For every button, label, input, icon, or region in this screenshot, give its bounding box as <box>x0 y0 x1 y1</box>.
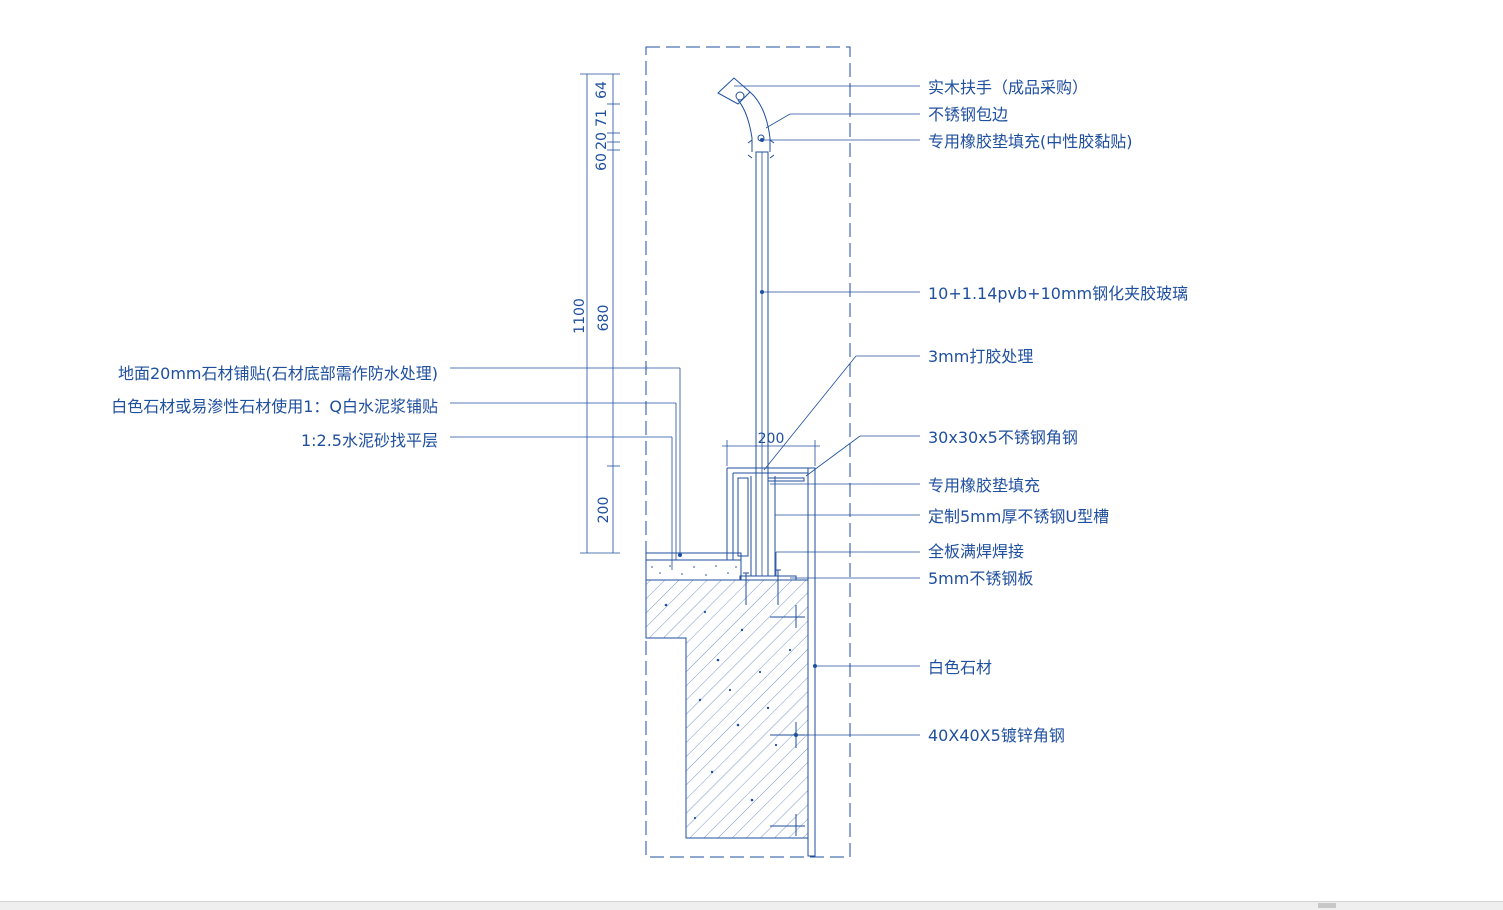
dim-base-height: 200 <box>596 497 612 524</box>
label-u-channel: 定制5mm厚不锈钢U型槽 <box>928 507 1109 526</box>
screed-layer <box>645 559 742 581</box>
label-rubber-top: 专用橡胶垫填充(中性胶黏贴) <box>928 132 1133 151</box>
aggregate-marks <box>664 603 792 820</box>
dimension-lines <box>580 73 820 554</box>
label-ss-edge: 不锈钢包边 <box>928 105 1008 124</box>
label-handrail: 实木扶手（成品采购） <box>928 78 1088 97</box>
rubber-pad-right <box>767 477 805 482</box>
label-screed: 1:2.5水泥砂找平层 <box>301 431 438 450</box>
dim-curb-width: 200 <box>758 431 785 447</box>
label-glue: 3mm打胶处理 <box>928 347 1033 366</box>
dim-top-64: 64 <box>594 81 610 99</box>
scrollbar-thumb[interactable] <box>1318 903 1336 908</box>
label-angle-30: 30x30x5不锈钢角钢 <box>928 428 1078 447</box>
label-white-mortar: 白色石材或易渗性石材使用1：Q白水泥浆铺贴 <box>111 397 438 416</box>
stone-curb <box>726 467 816 580</box>
label-floor-stone: 地面20mm石材铺贴(石材底部需作防水处理) <box>118 364 438 383</box>
dim-total-height: 1100 <box>572 298 588 334</box>
u-channel <box>750 476 776 577</box>
dim-top-71: 71 <box>594 109 610 127</box>
label-ss-plate: 5mm不锈钢板 <box>928 569 1033 588</box>
label-glass: 10+1.14pvb+10mm钢化夹胶玻璃 <box>928 284 1188 303</box>
label-weld: 全板满焊焊接 <box>928 542 1024 561</box>
dim-glass-height: 680 <box>596 305 612 332</box>
concrete-slab <box>645 579 809 839</box>
label-rubber-fill: 专用橡胶垫填充 <box>928 476 1040 495</box>
anchor-bolts <box>743 569 805 836</box>
base-plate <box>739 575 797 581</box>
horizontal-scrollbar[interactable] <box>0 901 1503 910</box>
dim-top-60: 60 <box>594 153 610 171</box>
rubber-pad-left <box>737 477 749 557</box>
handrail <box>717 77 775 159</box>
left-leaders <box>450 367 681 570</box>
label-angle-40: 40X40X5镀锌角钢 <box>928 726 1065 745</box>
stone-cladding <box>807 467 816 857</box>
screed-dots <box>651 565 737 576</box>
detail-boundary <box>645 46 851 858</box>
label-white-stone: 白色石材 <box>928 658 992 677</box>
dim-top-20: 20 <box>594 132 610 150</box>
right-leaders <box>734 85 920 736</box>
